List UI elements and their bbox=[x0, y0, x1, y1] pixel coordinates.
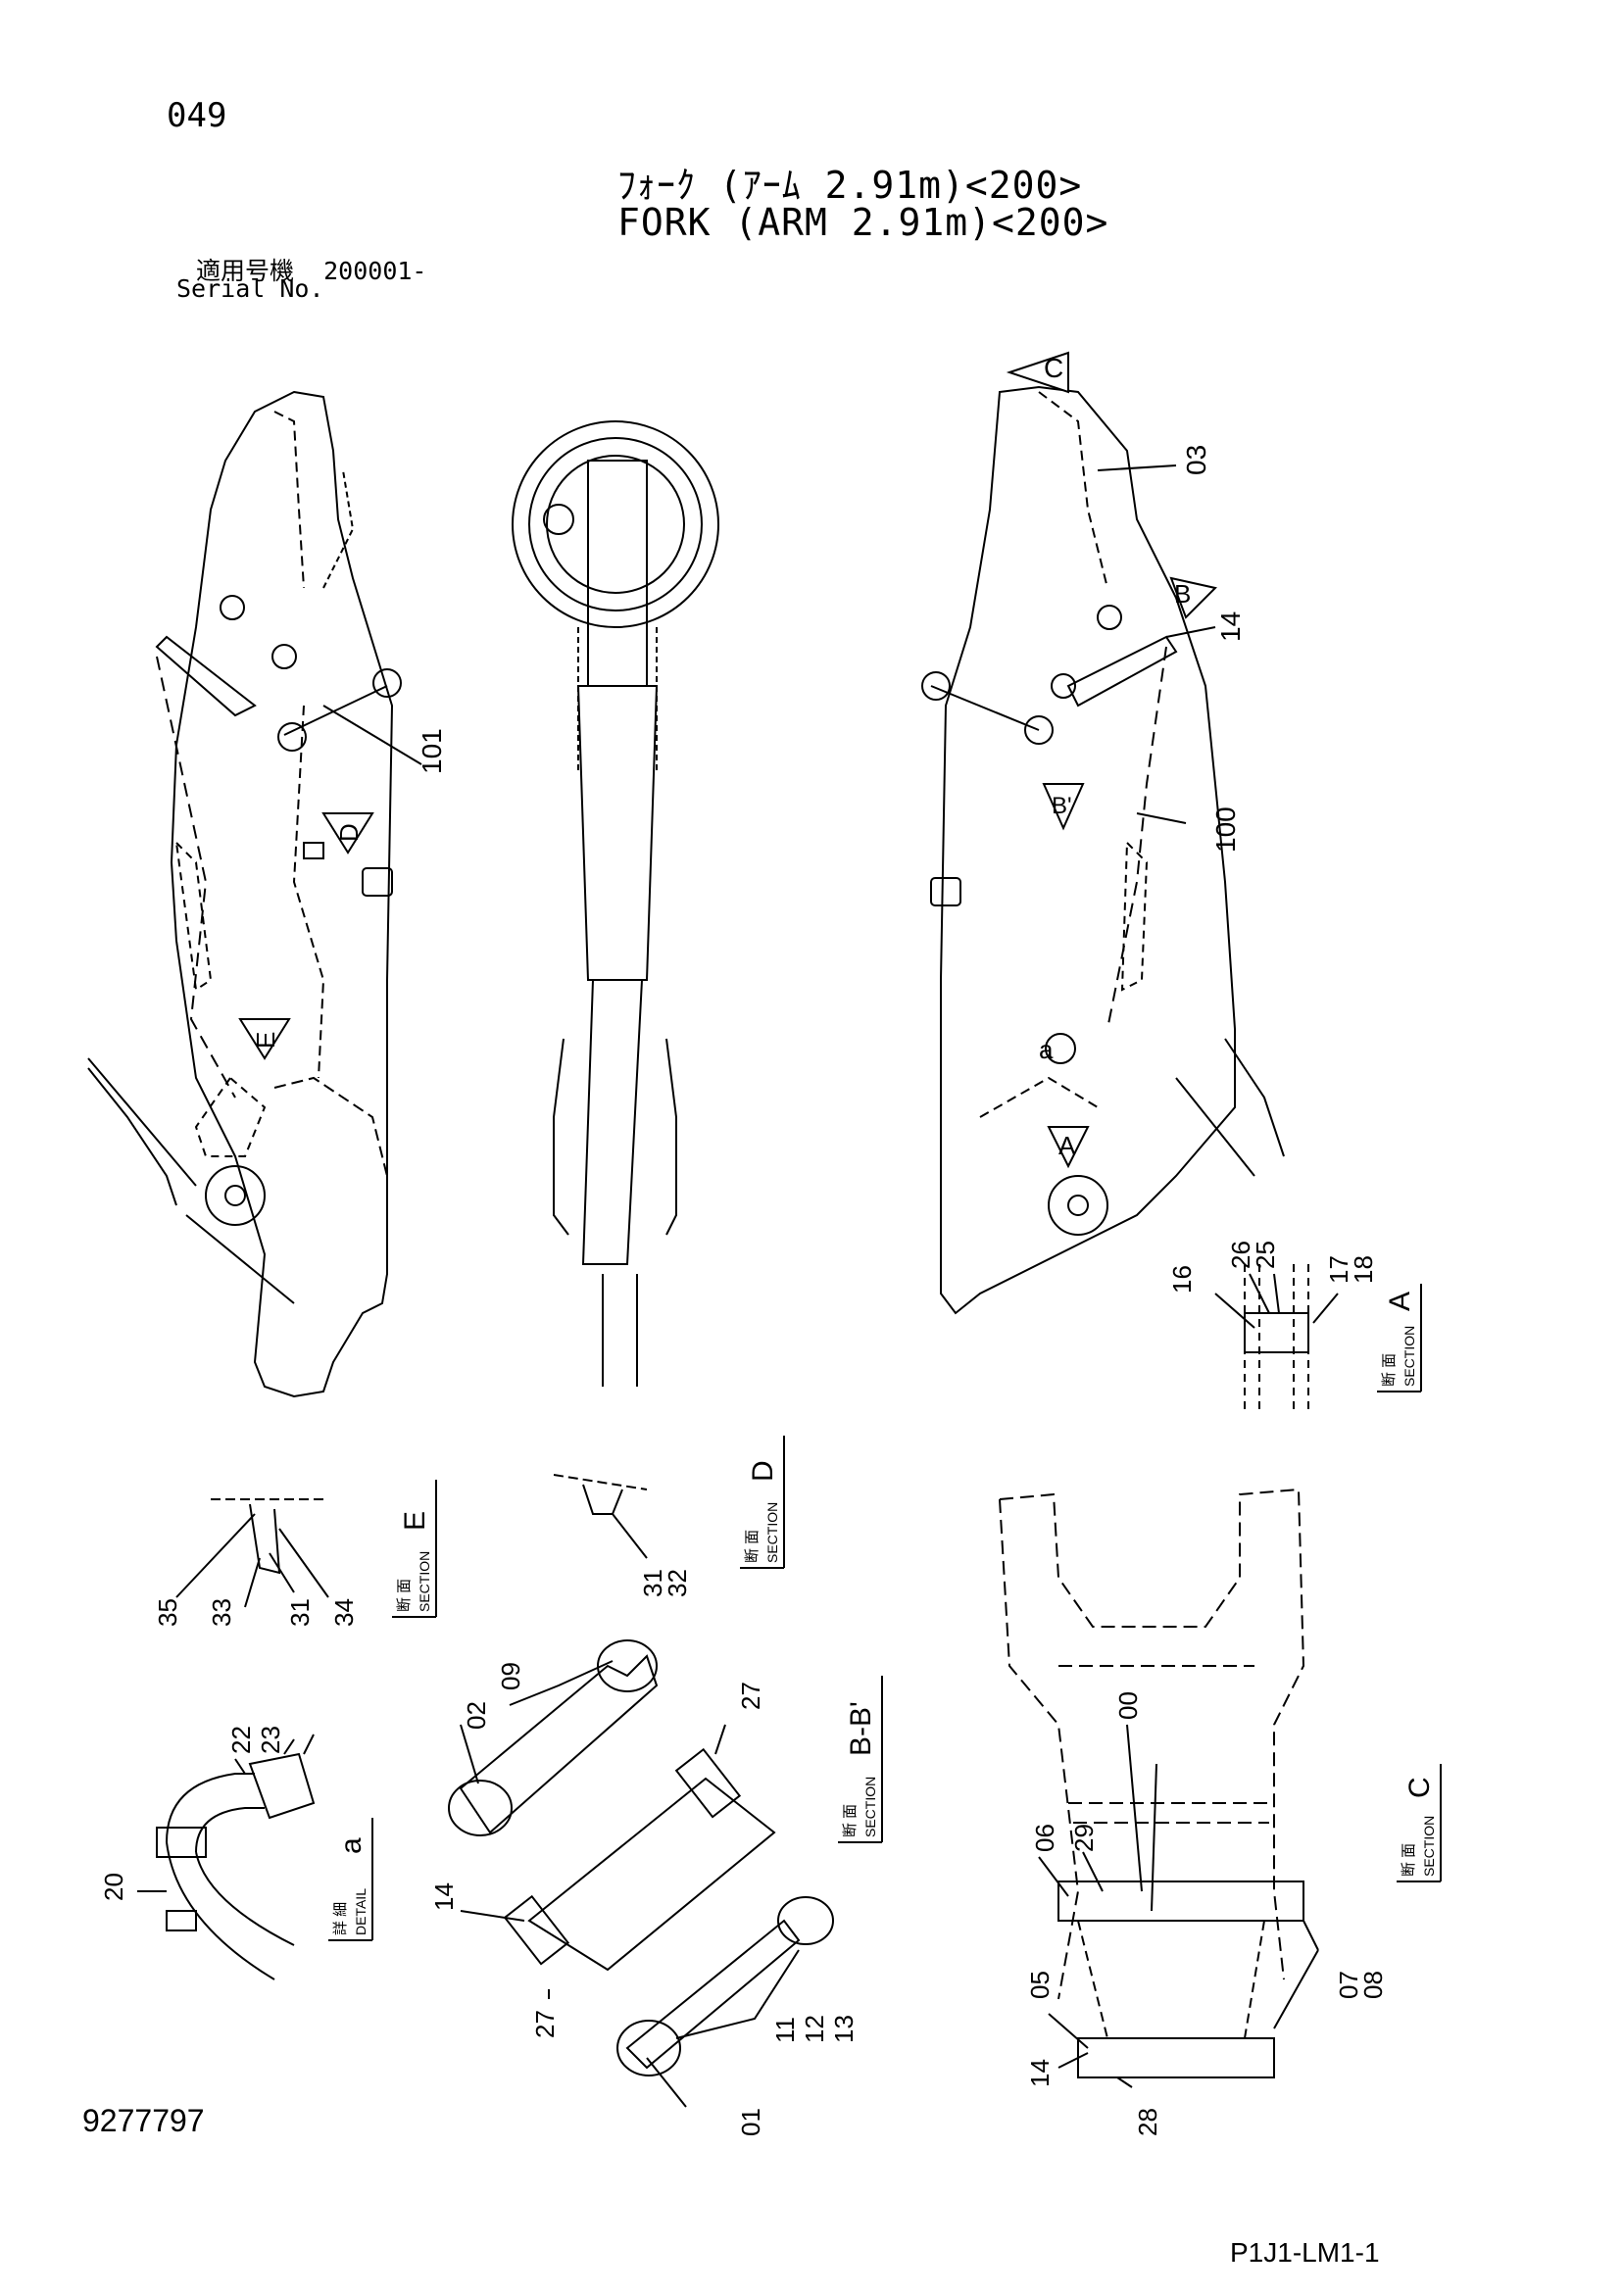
page-title-jp: ﾌｫｰｸ (ｱｰﾑ 2.91m)<200> bbox=[617, 164, 1083, 207]
arm-top-view bbox=[512, 420, 719, 1387]
section-label-D: 断 面 SECTION D bbox=[740, 1436, 785, 1569]
section-mark-B-prime: B' bbox=[1042, 783, 1085, 831]
section-E-jp: 断 面 bbox=[396, 1579, 413, 1612]
callout-31-e: 31 bbox=[285, 1598, 315, 1627]
callout-14-c: 14 bbox=[1025, 2059, 1055, 2087]
callout-14-bb: 14 bbox=[429, 1882, 459, 1911]
section-label-BB: 断 面 SECTION B-B' bbox=[838, 1676, 883, 1843]
section-BB-en: SECTION bbox=[862, 1777, 878, 1837]
callout-27-upper: 27 bbox=[736, 1682, 765, 1710]
arm-left-view bbox=[87, 390, 402, 1398]
callout-05: 05 bbox=[1025, 1971, 1055, 1999]
section-e-detail bbox=[175, 1498, 329, 1608]
section-A-jp: 断 面 bbox=[1381, 1353, 1398, 1387]
section-mark-E-letter: E bbox=[251, 1032, 280, 1049]
detail-mark-a: a bbox=[1039, 1035, 1054, 1064]
callout-25: 25 bbox=[1251, 1241, 1280, 1269]
section-mark-D-left: D bbox=[321, 812, 374, 855]
callout-16: 16 bbox=[1167, 1265, 1197, 1294]
section-d-detail bbox=[553, 1474, 648, 1559]
section-label-C: 断 面 SECTION C bbox=[1397, 1764, 1442, 1882]
callout-31-d: 31 bbox=[638, 1569, 667, 1597]
section-mark-E-left: E bbox=[238, 1018, 291, 1060]
arm-right-view bbox=[921, 385, 1285, 1315]
callout-22: 22 bbox=[226, 1726, 256, 1754]
section-D-jp: 断 面 bbox=[744, 1530, 761, 1563]
page-title-en: FORK (ARM 2.91m)<200> bbox=[617, 201, 1109, 244]
serial-label-jp-text: 適用号機 bbox=[196, 257, 295, 285]
sheet-code: P1J1-LM1-1 bbox=[1230, 2237, 1380, 2268]
callout-14-upper: 14 bbox=[1215, 611, 1246, 642]
serial-value: 200001- bbox=[323, 257, 427, 285]
callout-101: 101 bbox=[417, 728, 447, 774]
callout-27-lower: 27 bbox=[530, 2010, 560, 2038]
serial-label-en: Serial No. bbox=[176, 274, 324, 303]
section-label-E: 断 面 SECTION E bbox=[392, 1480, 437, 1618]
callout-26: 26 bbox=[1226, 1241, 1255, 1269]
section-D-letter: D bbox=[747, 1460, 779, 1482]
detail-a-jp: 詳 細 bbox=[332, 1902, 349, 1935]
section-A-en: SECTION bbox=[1401, 1326, 1417, 1387]
detail-a-hose bbox=[156, 1734, 316, 1980]
detail-a-letter: a bbox=[335, 1837, 368, 1854]
callout-01: 01 bbox=[736, 2108, 765, 2136]
section-label-A: 断 面 SECTION A bbox=[1377, 1284, 1422, 1392]
section-A-letter: A bbox=[1384, 1292, 1416, 1311]
section-c-detail bbox=[999, 1488, 1305, 2078]
section-mark-C-letter: C bbox=[1044, 353, 1063, 383]
section-mark-A: A bbox=[1047, 1126, 1090, 1169]
detail-mark-a-letter: a bbox=[1039, 1035, 1054, 1064]
section-mark-B-prime-letter: B' bbox=[1052, 793, 1072, 819]
serial-label-jp: 適用号機 200001- bbox=[196, 252, 426, 287]
detail-label-a: 詳 細 DETAIL a bbox=[328, 1818, 373, 1941]
section-mark-B-letter: B bbox=[1174, 579, 1191, 609]
section-mark-D-letter: D bbox=[334, 823, 364, 842]
callout-32: 32 bbox=[663, 1569, 692, 1597]
callout-11: 11 bbox=[770, 2017, 800, 2043]
callout-28: 28 bbox=[1133, 2108, 1162, 2136]
section-C-en: SECTION bbox=[1421, 1816, 1437, 1877]
callout-34: 34 bbox=[329, 1598, 359, 1627]
section-C-jp: 断 面 bbox=[1401, 1843, 1417, 1877]
callout-12: 12 bbox=[800, 2015, 829, 2043]
callout-08: 08 bbox=[1358, 1971, 1388, 1999]
callout-02: 02 bbox=[462, 1701, 491, 1730]
callout-29: 29 bbox=[1069, 1824, 1099, 1852]
callout-33: 33 bbox=[207, 1598, 236, 1627]
page-number: 049 bbox=[167, 96, 227, 135]
section-BB-jp: 断 面 bbox=[842, 1804, 859, 1837]
detail-a-en: DETAIL bbox=[353, 1888, 369, 1935]
section-mark-C: C bbox=[1006, 351, 1069, 394]
callout-06: 06 bbox=[1030, 1824, 1059, 1852]
section-BB-letter: B-B' bbox=[845, 1701, 877, 1756]
section-D-en: SECTION bbox=[764, 1502, 780, 1563]
section-C-letter: C bbox=[1403, 1777, 1436, 1798]
section-bb-detail bbox=[448, 1639, 834, 2076]
callout-07: 07 bbox=[1334, 1971, 1363, 1999]
callout-09: 09 bbox=[496, 1662, 525, 1690]
section-E-letter: E bbox=[399, 1511, 431, 1531]
callout-20: 20 bbox=[99, 1873, 128, 1901]
callout-17: 17 bbox=[1324, 1255, 1353, 1284]
section-E-en: SECTION bbox=[417, 1551, 432, 1612]
callout-18: 18 bbox=[1349, 1255, 1378, 1284]
section-mark-A-letter: A bbox=[1058, 1131, 1076, 1160]
callout-23: 23 bbox=[256, 1726, 285, 1754]
section-mark-B: B bbox=[1169, 576, 1217, 619]
drawing-number: 9277797 bbox=[82, 2103, 205, 2138]
section-a-detail bbox=[1214, 1264, 1339, 1411]
callout-100: 100 bbox=[1210, 806, 1241, 853]
callout-00: 00 bbox=[1113, 1691, 1143, 1720]
callout-35: 35 bbox=[153, 1598, 182, 1627]
callout-13: 13 bbox=[829, 2015, 859, 2043]
callout-03: 03 bbox=[1181, 445, 1211, 475]
